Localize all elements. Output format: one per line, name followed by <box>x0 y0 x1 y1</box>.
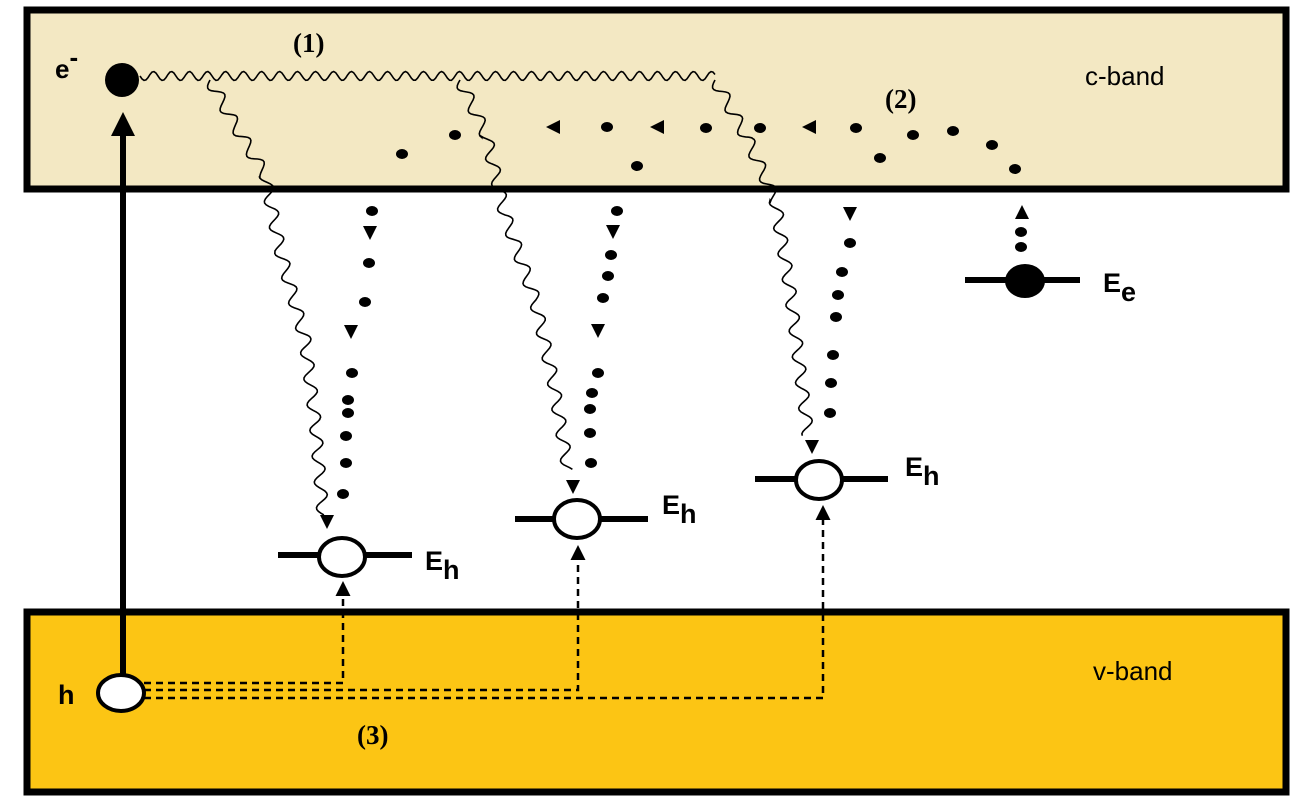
hop-dot <box>986 140 998 150</box>
hop-arrowhead <box>606 225 620 239</box>
hopping-dotted-paths <box>320 120 1029 529</box>
wavy-to-hole-trap-2 <box>456 79 573 470</box>
hop-dot <box>1009 164 1021 174</box>
hop-dot <box>346 368 358 378</box>
hop-dot <box>947 126 959 136</box>
hop-dot <box>830 312 842 322</box>
relaxation-wavy-paths <box>139 70 814 516</box>
wavy-to-hole-trap-3 <box>711 79 814 436</box>
hop-dot <box>449 130 461 140</box>
hop-dot <box>363 258 375 268</box>
hole-transfer-paths <box>144 505 831 700</box>
hop-dot <box>586 388 598 398</box>
hop-dot <box>584 404 596 414</box>
hop-dot <box>844 238 856 248</box>
hole-transfer-path-3 <box>144 505 831 700</box>
hop-dot <box>611 206 623 216</box>
process-label-1: (1) <box>293 28 324 58</box>
hop-dot <box>597 293 609 303</box>
hole-label: h <box>58 680 75 710</box>
electron-trap-level: Ee <box>965 264 1136 307</box>
hop-dot <box>827 350 839 360</box>
hop-arrowhead <box>802 120 816 134</box>
hop-arrowhead <box>566 480 580 494</box>
hop-arrowhead <box>546 120 560 134</box>
hole-trap-label-3: Eh <box>905 452 940 491</box>
valence-band-label: v-band <box>1093 656 1173 686</box>
hole-trap-level-3: Eh <box>755 452 940 501</box>
hop-arrowhead <box>363 226 377 240</box>
hop-arrowhead <box>805 440 819 454</box>
hop-dot <box>825 378 837 388</box>
hop-dot <box>601 122 613 132</box>
hop-dot <box>700 123 712 133</box>
hop-arrowhead <box>320 515 334 529</box>
wavy-to-hole-trap-1 <box>206 79 329 516</box>
hop-dot <box>342 408 354 418</box>
hop-dot <box>340 458 352 468</box>
hole-trap-label-1: Eh <box>425 546 460 585</box>
hop-dot <box>602 271 614 281</box>
hop-dot <box>824 408 836 418</box>
hop-arrowhead <box>1015 205 1029 219</box>
conduction-band-label: c-band <box>1085 61 1165 91</box>
hop-dot <box>874 153 886 163</box>
electron <box>105 63 139 97</box>
hop-dot <box>631 161 643 171</box>
hop-dot <box>396 149 408 159</box>
hop-dot <box>585 458 597 468</box>
hop-dot <box>850 123 862 133</box>
hop-dot <box>584 428 596 438</box>
conduction-band <box>23 6 1290 193</box>
hop-dot <box>605 250 617 260</box>
hop-arrowhead <box>344 325 358 339</box>
hole-transfer-path-2 <box>144 545 586 692</box>
hop-dot <box>907 130 919 140</box>
hop-dot <box>1015 227 1027 237</box>
hop-dot <box>359 297 371 307</box>
hop-dot <box>342 395 354 405</box>
hole-trap-level-1: Eh <box>278 536 460 585</box>
hop-dot <box>366 206 378 216</box>
valence-band <box>23 608 1290 796</box>
hop-dot <box>1015 242 1027 252</box>
electron-trap-label: Ee <box>1103 268 1136 307</box>
hop-dot <box>337 489 349 499</box>
hole-transfer-path-1 <box>144 581 351 685</box>
hop-arrowhead <box>650 120 664 134</box>
process-label-3: (3) <box>357 720 388 750</box>
hop-dot <box>340 431 352 441</box>
wavy-horizontal <box>139 70 716 82</box>
electron-label: e- <box>55 42 78 84</box>
hop-dot <box>754 123 766 133</box>
hole-trap-level-2: Eh <box>515 490 697 540</box>
hop-arrowhead <box>843 207 857 221</box>
hole <box>96 673 146 713</box>
hop-dot <box>592 368 604 378</box>
hop-dot <box>836 267 848 277</box>
hole-trap-label-2: Eh <box>662 490 697 529</box>
hop-arrowhead <box>591 324 605 338</box>
hop-dot <box>832 290 844 300</box>
process-label-2: (2) <box>885 84 916 114</box>
